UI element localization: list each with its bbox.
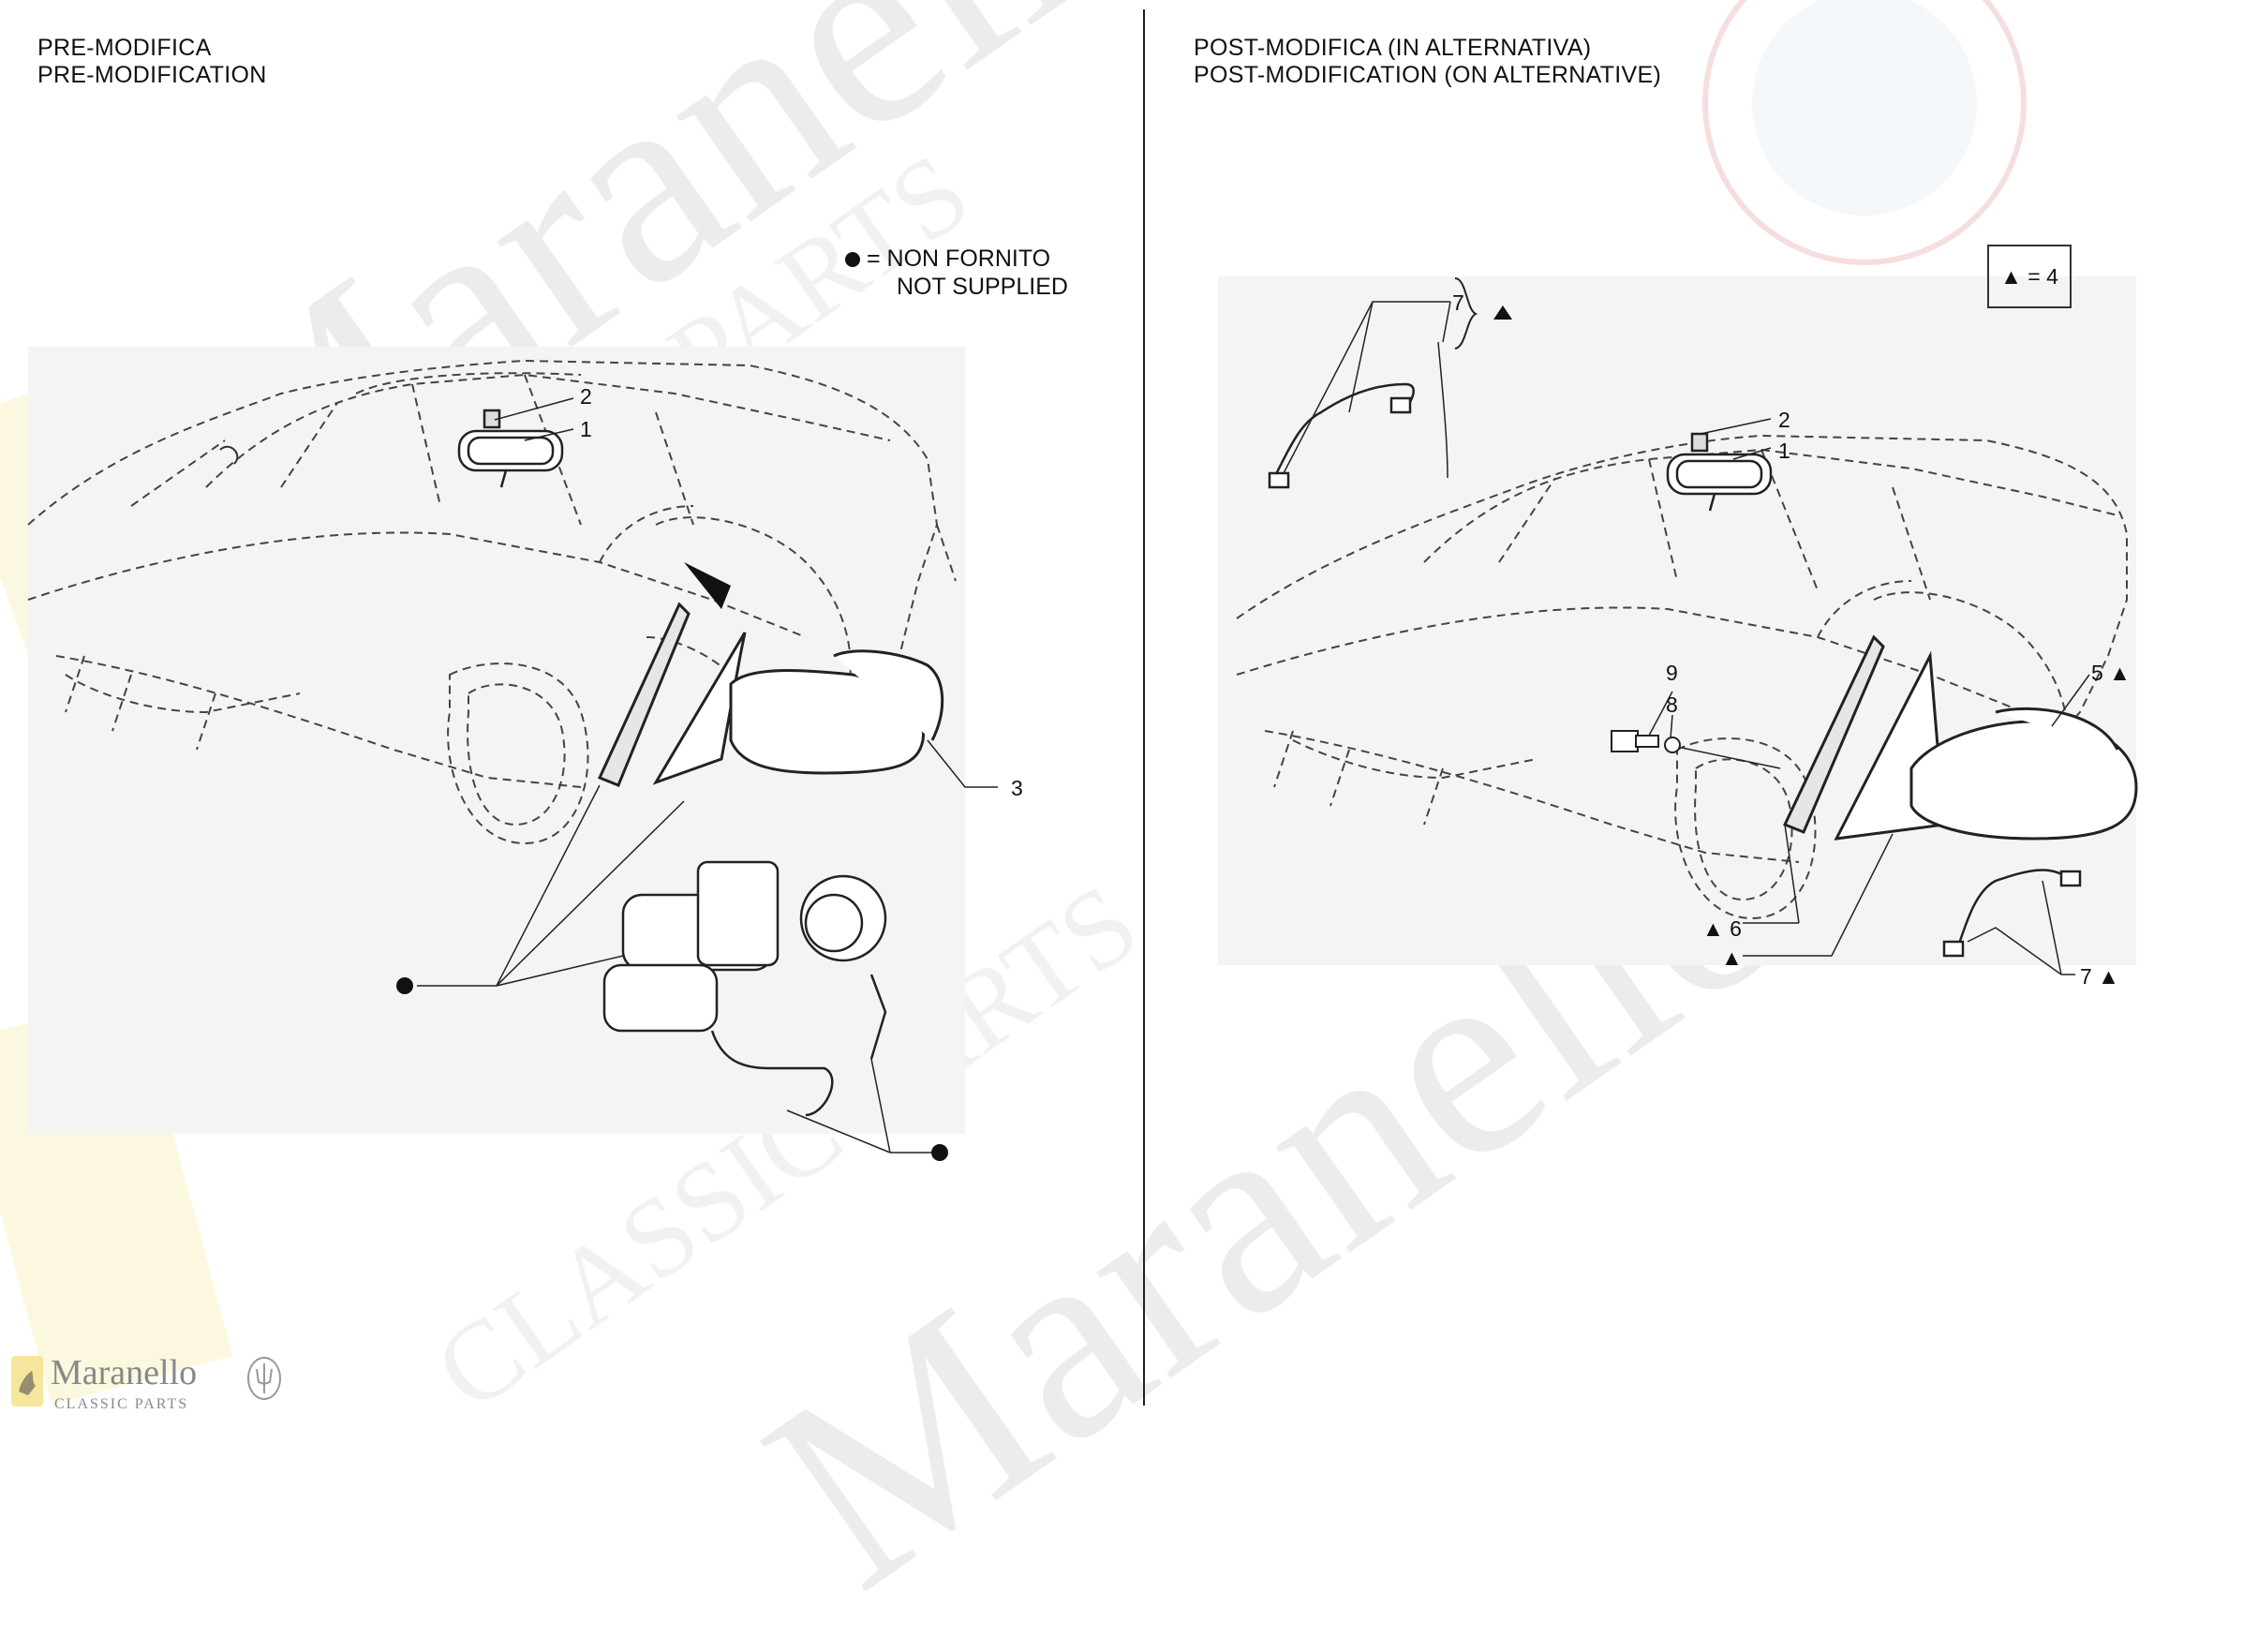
not-supplied-dot-harness [931,1144,948,1161]
horse-emblem-icon [11,1356,43,1406]
trident-emblem-icon [247,1357,281,1400]
legend-dot [845,252,860,267]
leader-lines [417,301,2090,1153]
callout-left-2: 2 [580,384,592,409]
callout-right-5: 5 ▲ [2091,661,2131,685]
callout-right-6: ▲ 6 [1702,916,1742,941]
callout-right-8: 8 [1666,692,1678,717]
left-door-mirror-assembly [597,602,944,787]
bracket-7-top [1454,277,1478,350]
washer-part-8 [1664,737,1681,753]
right-title-english: POST-MODIFICATION (ON ALTERNATIVE) [1194,62,1662,88]
left-title-english: PRE-MODIFICATION [37,62,267,88]
wiring-harness-bottom [1942,869,2082,958]
brand-name: Maranello [51,1353,198,1392]
callout-right-1: 1 [1778,439,1790,463]
left-title-italian: PRE-MODIFICA [37,35,212,61]
legend-not-supplied: NOT SUPPLIED [897,274,1068,300]
left-mirror-motor [602,860,887,1117]
callout-right-triangle: ▲ [1721,945,1743,970]
bolt-part-9 [1611,730,1659,752]
callout-right-2: 2 [1778,408,1790,432]
triangle-quantity-note: ▲ = 4 [1987,245,2072,308]
callout-right-9: 9 [1666,661,1678,685]
callout-left-1: 1 [580,417,592,441]
brand-subtitle: CLASSIC PARTS [54,1396,189,1412]
not-supplied-dot-motor [396,977,413,994]
left-car-outline [27,359,957,845]
triangle-7-top [1493,305,1512,320]
left-side-mirror-small [219,445,239,465]
wiring-harness-top [1268,382,1415,489]
panel-divider [1143,9,1145,1406]
callout-right-7-top: 7 [1452,290,1464,315]
legend-non-fornito: = NON FORNITO [867,246,1051,272]
callout-left-3: 3 [1011,776,1023,800]
right-rearview-mirror [1666,432,1773,512]
right-title-italian: POST-MODIFICA (IN ALTERNATIVA) [1194,35,1592,61]
parts-diagram [0,0,2138,1406]
right-door-mirror-assembly [1782,634,2138,841]
right-view-background [1218,276,2136,965]
left-direction-arrow [684,562,731,609]
callout-right-7-bottom: 7 ▲ [2080,964,2119,989]
